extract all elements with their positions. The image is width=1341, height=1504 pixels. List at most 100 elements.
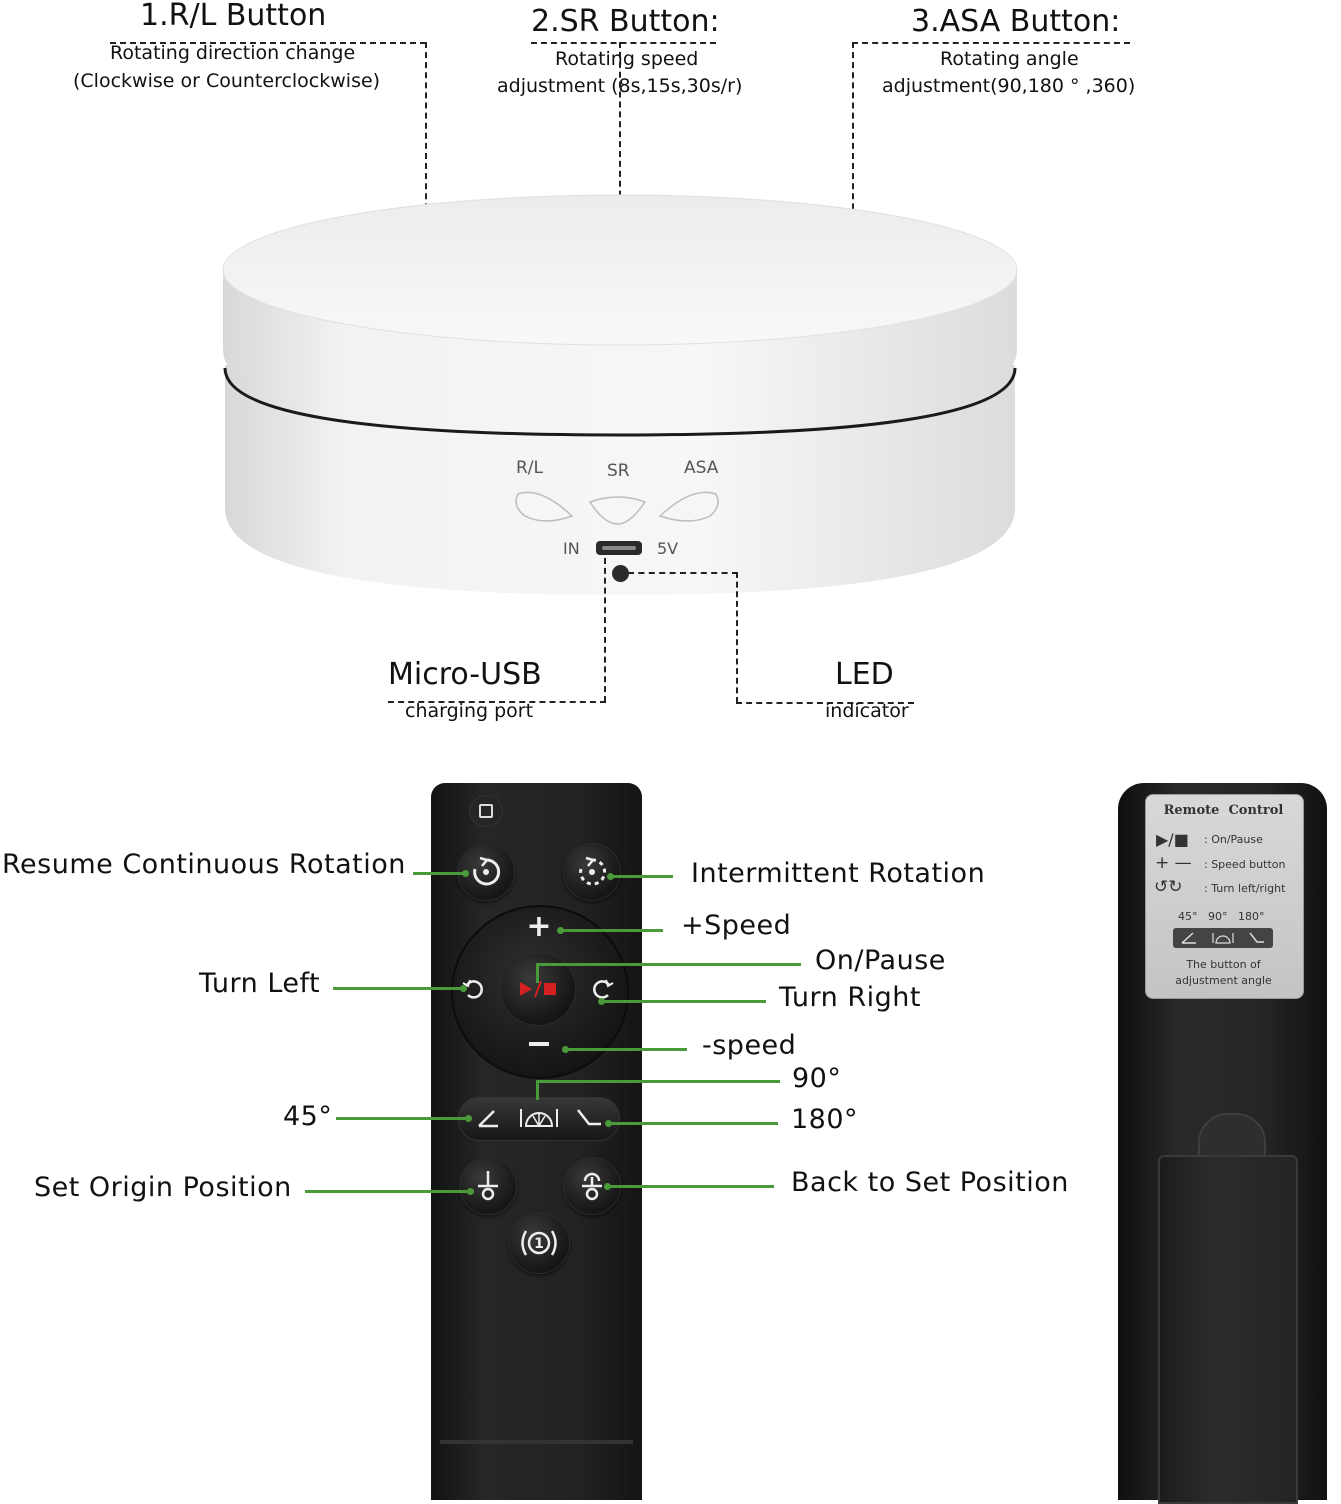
minus-speed-leader <box>565 1048 687 1051</box>
turn-left-button[interactable] <box>455 970 491 1006</box>
back-to-set-icon <box>582 1172 602 1201</box>
remote-top-small-button[interactable] <box>469 795 503 827</box>
remote-front-body <box>431 783 642 1500</box>
angle-90-button[interactable] <box>514 1101 564 1135</box>
plus-icon: + <box>526 909 552 944</box>
micro-usb-title: Micro-USB <box>388 657 542 692</box>
usb-leader-horizontal <box>388 701 606 703</box>
play-stop-icon: ▶/■ <box>1156 830 1189 849</box>
turntable-rl-label: R/L <box>516 458 544 478</box>
mode-one-icon: 1 <box>521 1230 557 1256</box>
sr-physical-button <box>588 496 647 525</box>
rl-button-title: 1.R/L Button <box>140 0 327 33</box>
deg45-label: 45° <box>283 1101 333 1132</box>
remote-front-bottom-groove <box>440 1440 633 1444</box>
led-indicator-dot <box>612 565 629 582</box>
rl-physical-button <box>515 491 574 522</box>
intermittent-label: Intermittent Rotation <box>691 858 986 889</box>
turn-right-label: Turn Right <box>779 982 921 1013</box>
minus-speed-leader-dot <box>562 1046 569 1053</box>
on-pause-label: On/Pause <box>815 945 946 976</box>
turn-right-button[interactable] <box>585 970 621 1006</box>
deg180-leader <box>608 1122 778 1125</box>
resume-leader-dot <box>462 870 469 877</box>
deg90-label: 90° <box>792 1063 842 1094</box>
micro-usb-desc: charging port <box>405 700 534 722</box>
deg90-leader-vertical <box>536 1080 539 1100</box>
led-leader-bottom <box>736 702 914 704</box>
sticker-angle-bar <box>1173 928 1273 948</box>
sticker-angle-45-icon <box>1181 932 1196 944</box>
asa-physical-button <box>658 491 719 522</box>
asa-button-desc-1: Rotating angle <box>940 48 1079 70</box>
minus-speed-button[interactable] <box>520 1027 558 1061</box>
turntable-sr-label: SR <box>607 461 630 481</box>
power-mode-button[interactable]: 1 <box>508 1212 570 1274</box>
plus-speed-button[interactable]: + <box>520 910 558 944</box>
led-leader-vertical <box>736 572 738 703</box>
minus-icon <box>529 1042 549 1046</box>
back-to-set-label: Back to Set Position <box>791 1167 1069 1198</box>
plus-speed-leader-dot <box>557 927 564 934</box>
asa-button-title: 3.ASA Button: <box>911 4 1121 39</box>
sr-button-title: 2.SR Button: <box>531 4 720 39</box>
set-origin-icon <box>478 1171 498 1201</box>
turntable-5v-label: 5V <box>657 539 679 558</box>
led-leader-top <box>628 572 738 574</box>
usb-leader-vertical <box>604 558 606 702</box>
set-origin-button[interactable] <box>459 1157 517 1215</box>
deg90-leader <box>536 1080 780 1083</box>
plus-minus-icon: + — <box>1155 853 1192 873</box>
rl-leader-top <box>110 42 426 44</box>
sticker-row-speed: : Speed button <box>1204 858 1286 871</box>
battery-cover[interactable] <box>1158 1155 1298 1504</box>
set-origin-leader-dot <box>467 1188 474 1195</box>
deg180-label: 180° <box>791 1104 859 1135</box>
sticker-angle-180-icon <box>1249 932 1265 943</box>
led-desc: indicator <box>825 700 909 722</box>
turn-right-leader-dot <box>598 998 605 1005</box>
set-origin-leader <box>305 1190 470 1193</box>
plus-speed-leader <box>560 929 663 932</box>
on-pause-leader-vertical <box>536 963 539 983</box>
save-icon <box>479 804 493 818</box>
sticker-row-turn: : Turn left/right <box>1204 882 1286 895</box>
rotate-dashed-icon <box>579 856 607 886</box>
sticker-angles: 45° 90° 180° <box>1178 910 1265 923</box>
rotate-cw-icon <box>473 856 501 886</box>
sr-button-desc-1: Rotating speed <box>555 48 699 70</box>
turn-right-leader <box>601 1000 766 1003</box>
turn-left-icon <box>462 979 483 999</box>
turn-left-leader <box>333 987 463 990</box>
resume-leader <box>413 872 465 875</box>
turntable-asa-label: ASA <box>684 458 719 478</box>
turn-left-label: Turn Left <box>199 968 321 999</box>
sticker-footer-1: The button of <box>1186 958 1261 971</box>
led-title: LED <box>835 657 894 692</box>
resume-label: Resume Continuous Rotation <box>2 849 406 880</box>
deg45-leader <box>336 1117 468 1120</box>
intermittent-leader <box>610 875 673 878</box>
angle-45-icon <box>478 1110 498 1128</box>
remote-sticker <box>1145 794 1304 999</box>
angle-180-icon <box>577 1109 601 1126</box>
plus-speed-label: +Speed <box>681 910 792 941</box>
on-pause-leader <box>536 963 801 966</box>
battery-cover-latch[interactable] <box>1198 1113 1266 1161</box>
back-to-set-leader-dot <box>604 1183 611 1190</box>
rl-button-desc-1: Rotating direction change <box>110 42 356 64</box>
micro-usb-port-inner <box>602 546 636 550</box>
asa-leader-top <box>852 42 1130 44</box>
turn-left-leader-dot <box>460 985 467 992</box>
minus-speed-label: -speed <box>702 1030 797 1061</box>
rotate-arrows-icon: ↺↻ <box>1154 877 1183 897</box>
turntable <box>222 194 1018 595</box>
set-origin-label: Set Origin Position <box>34 1172 292 1203</box>
deg180-leader-dot <box>605 1120 612 1127</box>
sr-leader-top <box>531 42 716 44</box>
intermittent-rotation-button[interactable] <box>563 843 621 901</box>
angle-45-button[interactable] <box>465 1101 513 1135</box>
angle-180-button[interactable] <box>565 1101 613 1135</box>
sticker-angle-90-icon <box>1212 933 1234 944</box>
deg45-leader-dot <box>465 1115 472 1122</box>
